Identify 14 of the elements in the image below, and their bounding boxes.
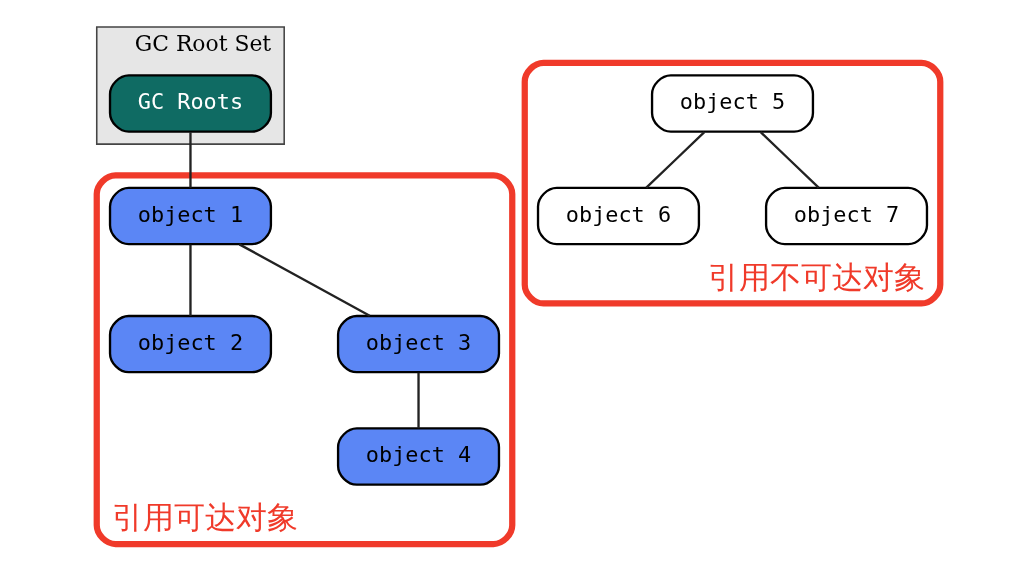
connector (645, 131, 705, 189)
connector (238, 243, 370, 317)
connector (188, 132, 192, 188)
node-box: object 2 (108, 314, 272, 374)
node-box: object 1 (108, 186, 272, 246)
node-box: object 3 (336, 314, 500, 374)
node-box: object 6 (536, 186, 700, 246)
connector (759, 131, 819, 189)
node-box: object 7 (764, 186, 928, 246)
node-box: GC Roots (108, 74, 272, 133)
connector (188, 244, 192, 316)
node-box: object 5 (650, 74, 814, 133)
connector (416, 372, 420, 429)
node-box: object 4 (336, 427, 500, 486)
